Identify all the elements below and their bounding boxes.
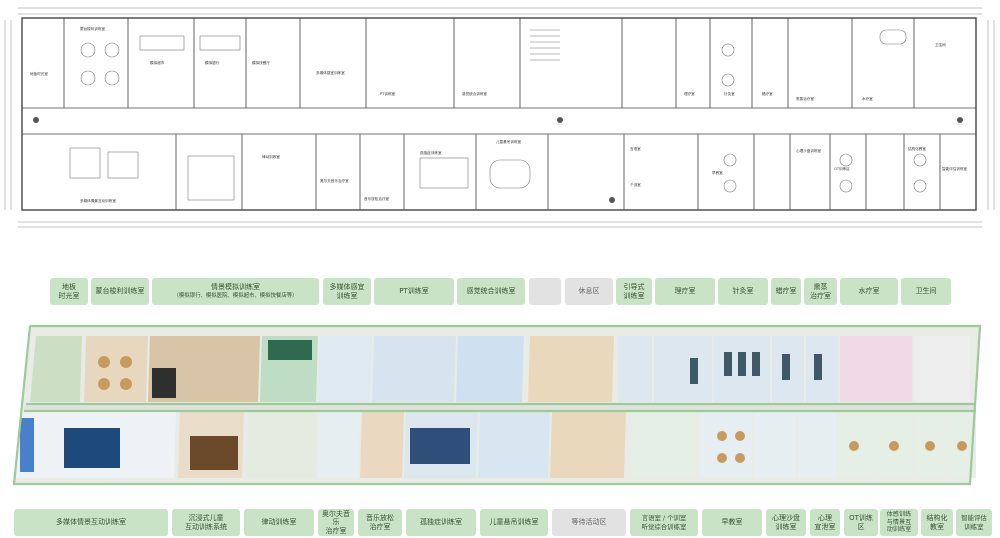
lower-row-rooms [16,412,976,478]
label-immersive-system: 沉浸式儿童 互动训练系统 [172,509,240,536]
plan-label-fastfood: 模拟快餐厅 [252,60,270,65]
label-acupuncture: 针灸室 [718,278,768,305]
label-sandplay: 心理沙盘 训练室 [766,509,806,536]
label-hydro: 水疗室 [840,278,898,305]
label-pt: PT训练室 [374,278,454,305]
outer-walls [21,17,977,211]
label-wax: 蜡疗室 [771,278,801,305]
label-scenario-subtitle: （模拟银行、模拟医院、模拟超市、模拟快餐店等） [173,292,298,299]
plan-label-hydro: 水疗室 [862,96,873,101]
label-rhythm: 律动训练室 [244,509,314,536]
plan-label-floortime: 地板时光室 [30,71,48,76]
label-floortime: 地板 时光室 [50,278,88,305]
plan-label-autism: 孤独症训练室 [420,150,442,155]
plan-label-pt: PT训练室 [380,91,396,96]
plan-label-early-edu: 早教室 [712,170,723,175]
top-room-walls [63,18,915,108]
isometric-render [12,324,982,486]
label-sensory-integration: 感觉统合训练室 [457,278,525,305]
plan-label-suspension: 儿童悬吊训练室 [496,139,522,144]
label-speech-auditory: 言语室 / 个训室 听觉综合训练室 [630,509,698,536]
label-montessori: 蒙台梭利训练室 [91,278,149,305]
label-ot: OT训练区 [844,509,878,536]
label-somatosensory: 体感训练 与情景互 动训练室 [880,509,918,536]
floor-plan-drawing: 蒙台梭利训练室 地板时光室 模拟超市 模拟银行 模拟快餐厅 多媒体感宜训练室 P… [4,7,995,228]
label-scenario-title: 情景模拟训练室 [211,283,260,291]
label-structured: 结构化 教室 [921,509,953,536]
plan-label-assessment: 智能评估训练室 [942,166,968,171]
label-orff: 奥尔夫音乐 治疗室 [318,509,354,536]
plan-label-bank: 模拟银行 [205,60,220,65]
plan-label-individual: 个训室 [630,182,641,187]
plan-label-fumigation: 熏蒸治疗室 [796,96,814,101]
plan-label-acupuncture: 针灸室 [724,91,735,96]
dimension-lines [4,7,995,228]
bottom-room-walls [175,134,941,210]
label-physio: 理疗室 [655,278,715,305]
stairs [530,29,560,61]
label-waiting-area: 等待活动区 [552,509,626,536]
plan-label-multimedia: 多媒体感宜训练室 [316,70,345,75]
label-scenario-simulation: 情景模拟训练室 （模拟银行、模拟医院、模拟超市、模拟快餐店等） [152,278,319,305]
label-rest-area: 休息区 [565,278,613,305]
label-multimedia-interactive: 多媒体情景互动训练室 [14,509,168,536]
plan-label-rhythm: 律动训练室 [262,154,280,159]
plan-label-multimedia-interactive: 多媒体情景互动训练室 [80,198,116,203]
plan-label-sensory: 感觉统合训练室 [462,91,488,96]
label-suspension: 儿童悬吊训练室 [480,509,548,536]
plan-label-montessori: 蒙台梭利训练室 [80,26,106,31]
label-guided: 引导式 训练室 [616,278,652,305]
plan-label-wax: 蜡疗室 [762,91,773,96]
plan-label-ot: OT训练区 [834,166,850,171]
plan-label-music-relax: 音乐放松治疗室 [364,196,390,201]
label-multimedia-sensory: 多媒体感宜 训练室 [323,278,371,305]
label-early-education: 早教室 [702,509,762,536]
plan-label-orff: 奥尔夫音乐治疗室 [320,178,349,183]
plan-label-structured: 结构化教室 [908,146,926,151]
label-fumigation: 熏蒸 治疗室 [804,278,837,305]
label-autism: 孤独症训练室 [406,509,476,536]
plan-label-toilet: 卫生间 [935,42,946,47]
label-blank [529,278,561,305]
plan-label-speech: 言语室 [630,146,641,151]
label-assessment: 智能评估 训练室 [956,509,992,536]
label-toilet: 卫生间 [901,278,951,305]
plant-icons [33,117,963,203]
plan-label-sandplay: 心理沙盘训练室 [796,148,822,153]
plan-label-physio: 理疗室 [684,91,695,96]
label-catharsis: 心理 宣泄室 [810,509,840,536]
furniture-tables [69,29,927,201]
label-music-relax: 音乐放松 治疗室 [358,509,402,536]
plan-label-supermarket: 模拟超市 [150,60,165,65]
upper-row-rooms [30,336,970,402]
green-walls [12,324,982,486]
